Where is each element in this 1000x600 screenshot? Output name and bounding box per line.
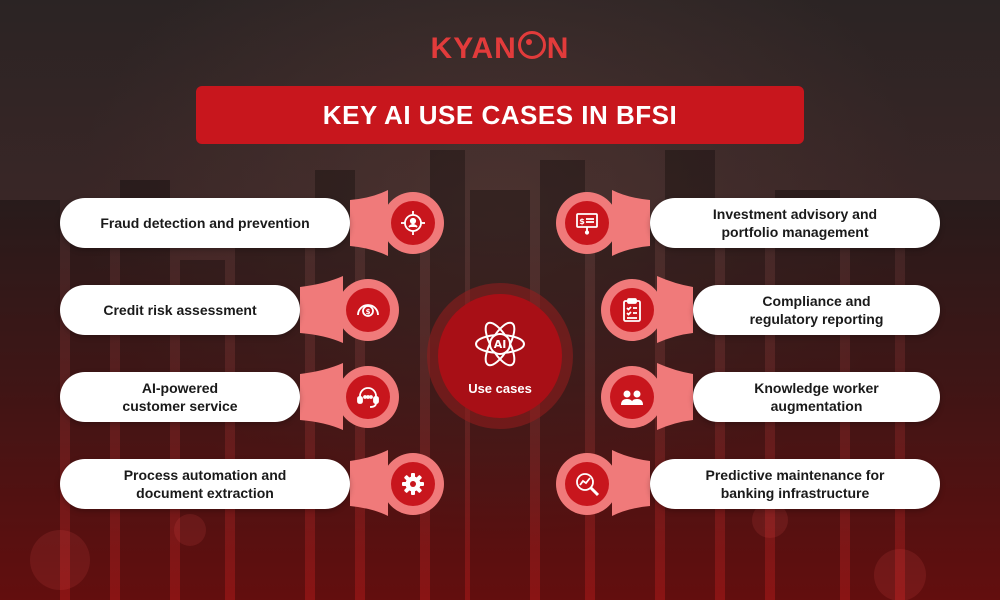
svg-text:AI: AI (494, 338, 507, 351)
users-icon (621, 390, 643, 405)
use-case-credit-risk: Credit risk assessment (60, 285, 300, 335)
badge-credit-risk: $ (337, 279, 399, 341)
magnifier-chart-icon (576, 473, 600, 497)
svg-text:$: $ (366, 308, 371, 316)
use-case-investment-advisory: Investment advisory and portfolio manage… (650, 198, 940, 248)
gauge-dollar-icon: $ (357, 304, 379, 317)
logo-target-icon (517, 31, 546, 59)
presentation-dollar-icon: $ (576, 213, 598, 235)
use-case-process-automation: Process automation and document extracti… (60, 459, 350, 509)
atom-ai-icon: AI (475, 321, 525, 366)
use-case-fraud-detection: Fraud detection and prevention (60, 198, 350, 248)
badge-knowledge-worker (601, 366, 663, 428)
center-hub: AI Use cases (427, 283, 573, 429)
headset-icon (357, 387, 379, 408)
gear-icon (402, 473, 424, 495)
use-case-customer-service: AI-powered customer service (60, 372, 300, 422)
clipboard-checklist-icon (623, 298, 641, 322)
page-title: KEY AI USE CASES IN BFSI (322, 99, 678, 130)
use-case-knowledge-worker: Knowledge worker augmentation (693, 372, 940, 422)
use-case-compliance: Compliance and regulatory reporting (693, 285, 940, 335)
svg-text:$: $ (579, 217, 585, 226)
badge-predictive-maintenance (556, 453, 618, 515)
badge-customer-service (337, 366, 399, 428)
badge-investment: $ (556, 192, 618, 254)
use-case-predictive-maintenance: Predictive maintenance for banking infra… (650, 459, 940, 509)
badge-compliance (601, 279, 663, 341)
badge-process-automation (382, 453, 444, 515)
target-person-icon (401, 211, 425, 235)
badge-fraud (382, 192, 444, 254)
title-banner: KEY AI USE CASES IN BFSI (196, 86, 804, 144)
center-label: Use cases (468, 380, 532, 396)
